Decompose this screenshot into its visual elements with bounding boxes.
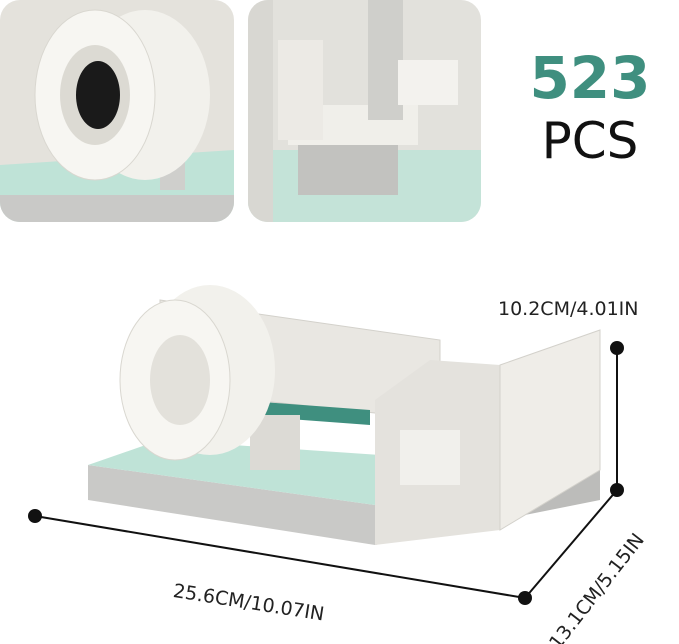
dimension-endpoint bbox=[518, 591, 532, 605]
height-dimension-label: 10.2CM/4.01IN bbox=[498, 298, 639, 320]
mri-room-model bbox=[88, 285, 601, 545]
piece-count-unit: PCS bbox=[541, 112, 639, 170]
dimension-endpoint bbox=[28, 509, 42, 523]
thumbnail-changing-room bbox=[248, 0, 481, 222]
piece-count-number: 523 bbox=[529, 44, 651, 112]
dimension-endpoint bbox=[610, 341, 624, 355]
dimension-endpoint bbox=[610, 483, 624, 497]
thumbnail-mri-scanner bbox=[0, 0, 234, 222]
